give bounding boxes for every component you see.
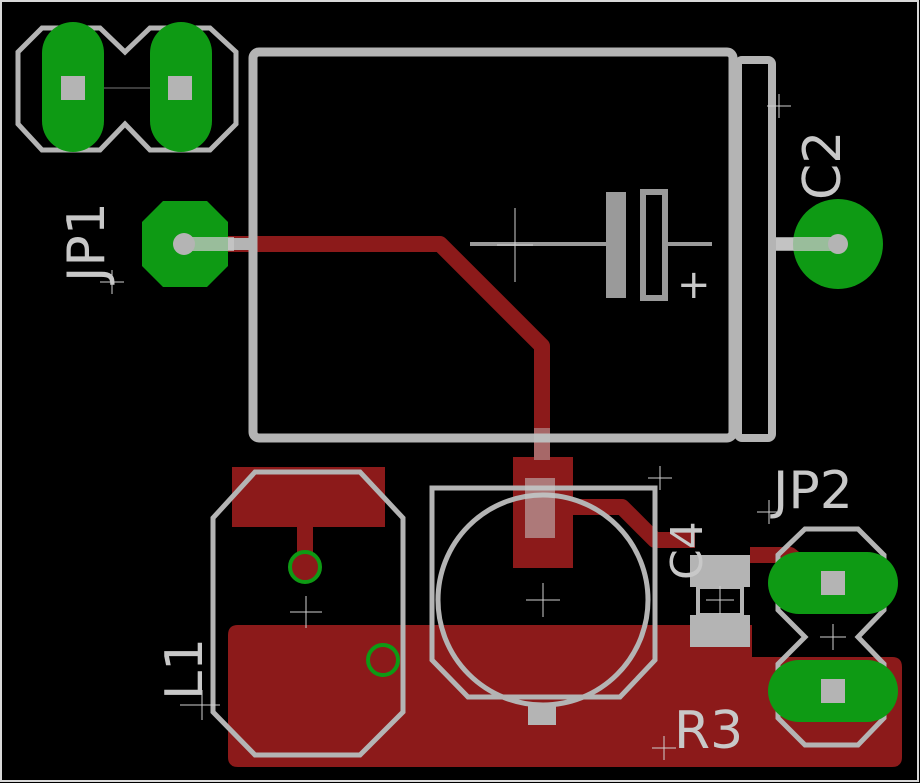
r3-pad-top — [690, 555, 750, 587]
l1-via-2 — [366, 643, 400, 677]
l1-outline — [210, 469, 406, 758]
jp2-hole-1 — [821, 571, 845, 595]
origin-crosses — [100, 94, 846, 760]
jp1-hole-2 — [168, 76, 192, 100]
jp1-designator: JP1 — [57, 202, 117, 285]
c4-bottom-pad — [528, 705, 556, 725]
c4-pad-silk-overlay — [525, 478, 555, 538]
c2-designator: C2 — [793, 131, 853, 200]
l1-designator: L1 — [155, 638, 215, 700]
c2-silk-left-overlay — [182, 237, 234, 251]
r3-designator: R3 — [674, 701, 743, 761]
c2-symbol-plate-negative — [606, 192, 626, 298]
c2-band — [734, 56, 776, 442]
c4-designator: C4 — [662, 521, 713, 580]
c2-body — [248, 47, 738, 443]
c2-hole-left — [173, 233, 195, 255]
jp2-designator: JP2 — [770, 461, 853, 521]
c2-symbol-plate-positive — [640, 189, 668, 301]
jp2-hole-2 — [821, 679, 845, 703]
c2-hole-right — [828, 234, 848, 254]
r3-pad-bottom — [690, 615, 750, 647]
c4-outline — [429, 485, 658, 700]
l1-via-1 — [288, 550, 322, 584]
l1-trace-stub — [297, 520, 313, 560]
c2-silk-right-overlay — [776, 237, 838, 251]
jp1-outline — [15, 25, 239, 153]
c2-polarity-mark: + — [677, 262, 711, 308]
l1-pad-copper — [232, 467, 385, 527]
trace-silk-overlay — [534, 428, 550, 460]
jp1-hole-1 — [61, 76, 85, 100]
trace-main — [174, 236, 550, 488]
